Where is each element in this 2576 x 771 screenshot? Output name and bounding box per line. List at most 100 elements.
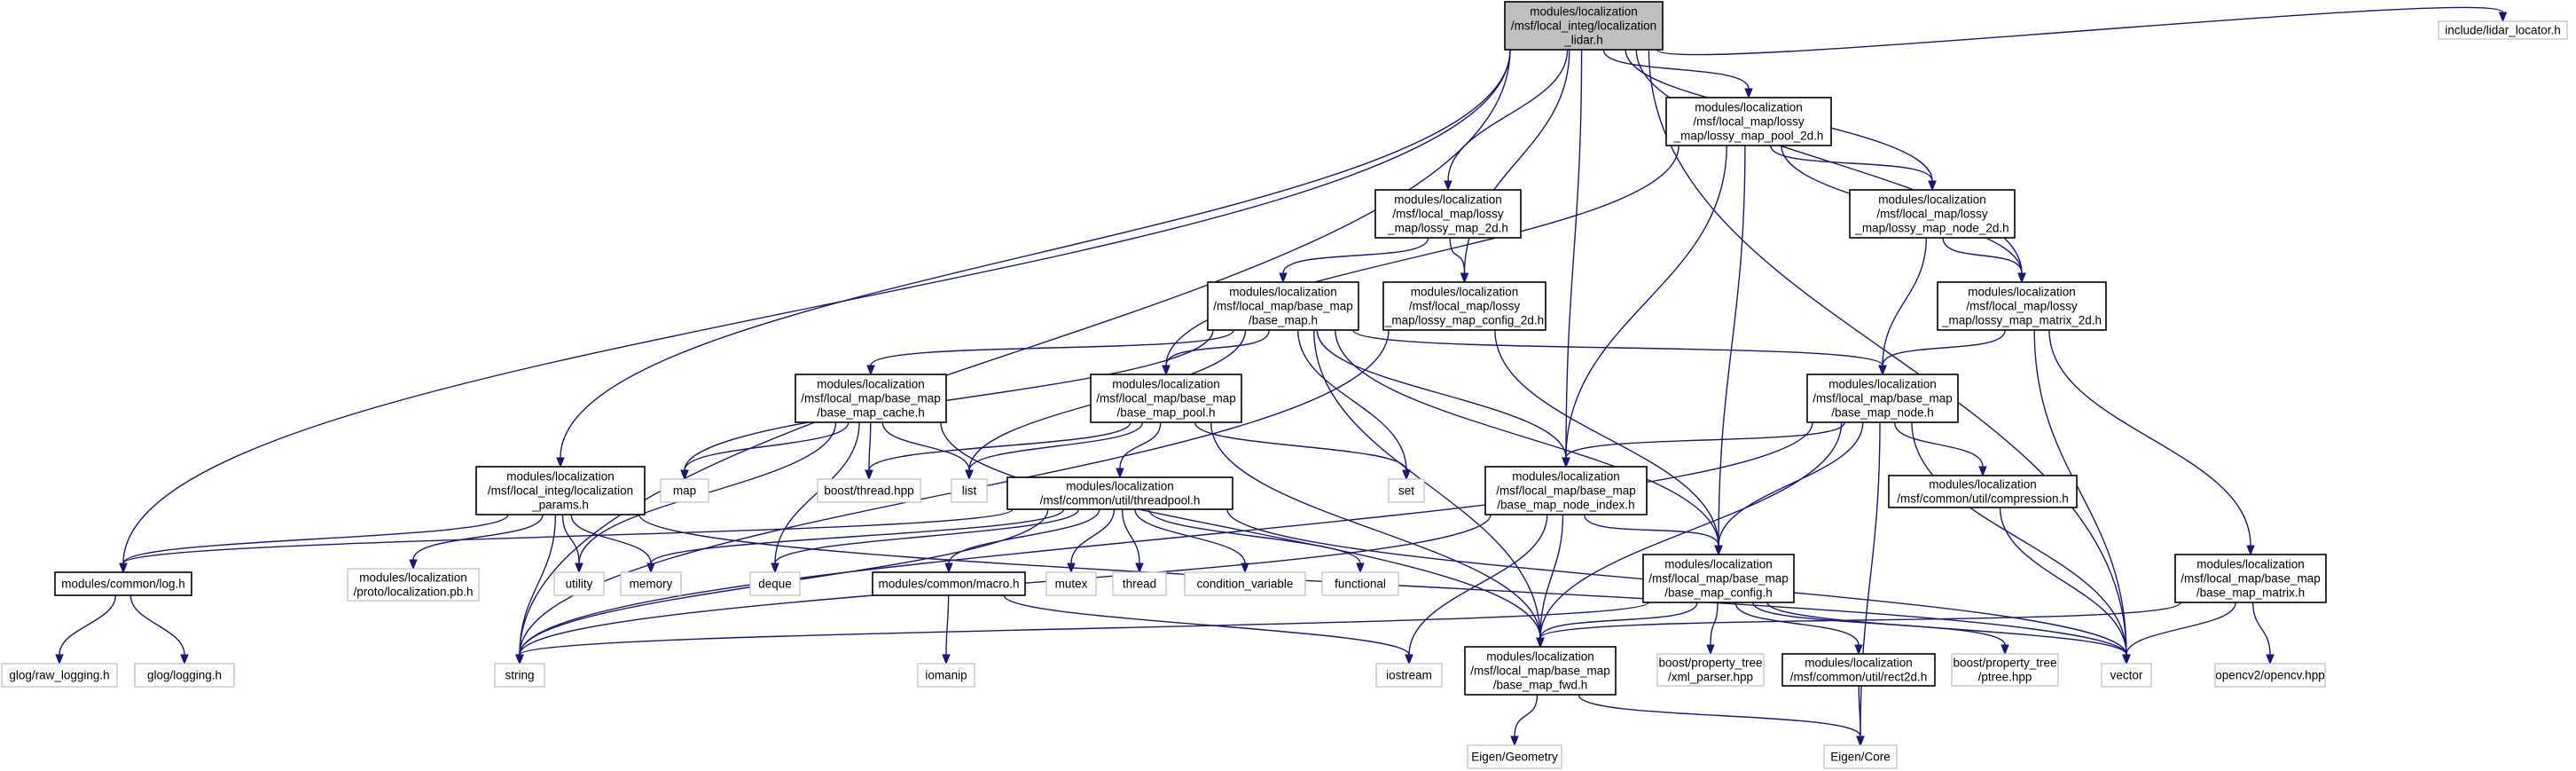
- node-label-line: modules/localization: [1530, 5, 1638, 19]
- node-opencv[interactable]: opencv2/opencv.hpp: [2214, 663, 2326, 688]
- node-label-line: Eigen/Geometry: [1471, 751, 1558, 764]
- node-box: [553, 571, 605, 596]
- edge-root-to-node_index: [1562, 49, 1583, 468]
- edge-cache-to-map: [680, 421, 850, 481]
- node-eigen-core[interactable]: Eigen/Core: [1823, 744, 1898, 769]
- edge-node_index-to-bm_config: [1583, 514, 1723, 556]
- node-label-line: glog/logging.h: [147, 669, 222, 682]
- edge-bm_pool-to-thread_hpp: [865, 421, 1131, 481]
- node-label-line: modules/localization: [359, 571, 467, 585]
- node-thread-hpp[interactable]: boost/thread.hpp: [817, 478, 921, 503]
- node-lidar-locator[interactable]: include/lidar_locator.h: [2438, 20, 2568, 40]
- node-log[interactable]: modules/common/log.h: [54, 571, 192, 596]
- node-utility[interactable]: utility: [553, 571, 605, 596]
- node-list[interactable]: list: [951, 478, 988, 503]
- node-mutex[interactable]: mutex: [1045, 571, 1097, 596]
- node-box: [951, 478, 988, 503]
- edge-params-to-log: [119, 514, 509, 574]
- node-label-line: _map/lossy_map_2d.h: [1387, 222, 1508, 235]
- node-bm-fwd[interactable]: modules/localization/msf/local_map/base_…: [1464, 646, 1617, 696]
- node-glog-raw[interactable]: glog/raw_logging.h: [1, 663, 118, 688]
- node-label-line: /base_map_node_index.h: [1497, 499, 1634, 512]
- edge-base_map-to-bm_pool: [1162, 329, 1270, 376]
- node-map[interactable]: map: [660, 478, 709, 503]
- node-label-line: memory: [630, 578, 673, 591]
- edge-base_map-to-bm_node: [1352, 329, 1887, 376]
- node-pool2d[interactable]: modules/localization/msf/local_map/lossy…: [1665, 97, 1832, 146]
- edge-pool2d-to-bm_pool: [1162, 145, 1679, 376]
- node-root[interactable]: modules/localization/msf/local_integ/loc…: [1504, 1, 1664, 51]
- node-compression[interactable]: modules/localization/msf/common/util/com…: [1888, 475, 2078, 508]
- node-thread[interactable]: thread: [1112, 571, 1167, 596]
- node-node2d[interactable]: modules/localization/msf/local_map/lossy…: [1849, 189, 2016, 239]
- node-deque[interactable]: deque: [749, 571, 801, 596]
- node-label-line: /msf/local_map/base_map: [1470, 665, 1610, 678]
- node-label-line: iostream: [1386, 669, 1432, 682]
- node-label-line: /base_map_cache.h: [817, 406, 925, 420]
- edge-bm_pool-to-set: [1194, 421, 1411, 481]
- node-label-line: /msf/local_map/lossy: [1966, 300, 2078, 313]
- edge-root-to-lossy2d: [1444, 49, 1569, 192]
- edge-bm_config-to-xml_parser: [1706, 602, 1719, 656]
- node-box: [1382, 281, 1546, 331]
- node-vector[interactable]: vector: [2101, 663, 2152, 688]
- node-box: [1464, 646, 1617, 696]
- node-label-line: modules/localization: [1112, 378, 1220, 391]
- node-ptree[interactable]: boost/property_tree/ptree.hpp: [1951, 653, 2059, 687]
- node-lossy2d[interactable]: modules/localization/msf/local_map/lossy…: [1374, 189, 1522, 239]
- node-label-line: /msf/local_map/base_map: [1813, 392, 1953, 405]
- node-bm-node[interactable]: modules/localization/msf/local_map/base_…: [1806, 374, 1959, 423]
- node-box: [1937, 281, 2107, 331]
- edge-macro-to-iostream: [1003, 594, 1413, 665]
- edge-params-to-utility: [561, 514, 583, 574]
- node-proto[interactable]: modules/localization/proto/localization.…: [347, 568, 480, 602]
- node-set[interactable]: set: [1388, 478, 1425, 503]
- node-rect2d[interactable]: modules/localization/msf/common/util/rec…: [1781, 653, 1936, 687]
- node-label-line: modules/localization: [2196, 558, 2305, 571]
- node-config2d[interactable]: modules/localization/msf/local_map/lossy…: [1382, 281, 1546, 331]
- node-eigen-geometry[interactable]: Eigen/Geometry: [1467, 744, 1562, 769]
- edge-threadpool-to-cond_var: [1134, 508, 1249, 574]
- node-params[interactable]: modules/localization/msf/local_integ/loc…: [475, 466, 646, 515]
- node-label-line: modules/localization: [1805, 657, 1913, 670]
- edge-bm_config-to-rect2d: [1734, 602, 1863, 656]
- edge-bm_config-to-bm_fwd: [1536, 602, 1698, 649]
- node-macro[interactable]: modules/common/macro.h: [872, 571, 1026, 596]
- node-label-line: utility: [566, 578, 593, 591]
- node-box: [134, 663, 235, 688]
- node-box: [1504, 1, 1664, 51]
- node-string[interactable]: string: [494, 663, 545, 688]
- node-bm-matrix[interactable]: modules/localization/msf/local_map/base_…: [2174, 554, 2327, 603]
- edge-base_map-to-node_index: [1316, 329, 1570, 468]
- node-bm-pool[interactable]: modules/localization/msf/local_map/base_…: [1090, 374, 1242, 423]
- node-functional[interactable]: functional: [1321, 571, 1399, 596]
- node-label-line: /msf/local_map/base_map: [2181, 572, 2321, 586]
- node-matrix2d[interactable]: modules/localization/msf/local_map/lossy…: [1937, 281, 2107, 331]
- node-cache[interactable]: modules/localization/msf/local_map/base_…: [795, 374, 947, 423]
- node-box: [917, 663, 975, 688]
- node-label-line: modules/localization: [1695, 101, 1803, 114]
- node-label-line: vector: [2110, 669, 2143, 682]
- edge-bm_config-to-string: [515, 602, 1649, 665]
- node-label-line: modules/localization: [1664, 558, 1773, 571]
- node-iomanip[interactable]: iomanip: [917, 663, 975, 688]
- node-glog[interactable]: glog/logging.h: [134, 663, 235, 688]
- node-label-line: _map/lossy_map_node_2d.h: [1854, 222, 2008, 235]
- node-bm-config[interactable]: modules/localization/msf/local_map/base_…: [1642, 554, 1795, 603]
- edge-threadpool-to-functional: [1147, 508, 1365, 574]
- node-base-map[interactable]: modules/localization/msf/local_map/base_…: [1207, 281, 1359, 331]
- edge-threadpool-to-deque: [771, 508, 1080, 574]
- node-cond-var[interactable]: condition_variable: [1184, 571, 1306, 596]
- edge-bm_node-to-eigen_core: [1856, 421, 1881, 747]
- node-label-line: _lidar.h: [1563, 34, 1603, 47]
- node-label-line: map: [673, 484, 696, 498]
- node-threadpool[interactable]: modules/localization/msf/common/util/thr…: [1006, 476, 1233, 510]
- node-node-index[interactable]: modules/localization/msf/local_map/base_…: [1484, 466, 1648, 515]
- node-iostream[interactable]: iostream: [1375, 663, 1443, 688]
- edge-root-to-lidar_locator: [1656, 6, 2508, 56]
- node-memory[interactable]: memory: [620, 571, 682, 596]
- node-label-line: /msf/local_map/lossy: [1876, 208, 1988, 221]
- node-label-line: _map/lossy_map_config_2d.h: [1384, 314, 1544, 327]
- node-xml-parser[interactable]: boost/property_tree/xml_parser.hpp: [1656, 653, 1765, 687]
- node-box: [1321, 571, 1399, 596]
